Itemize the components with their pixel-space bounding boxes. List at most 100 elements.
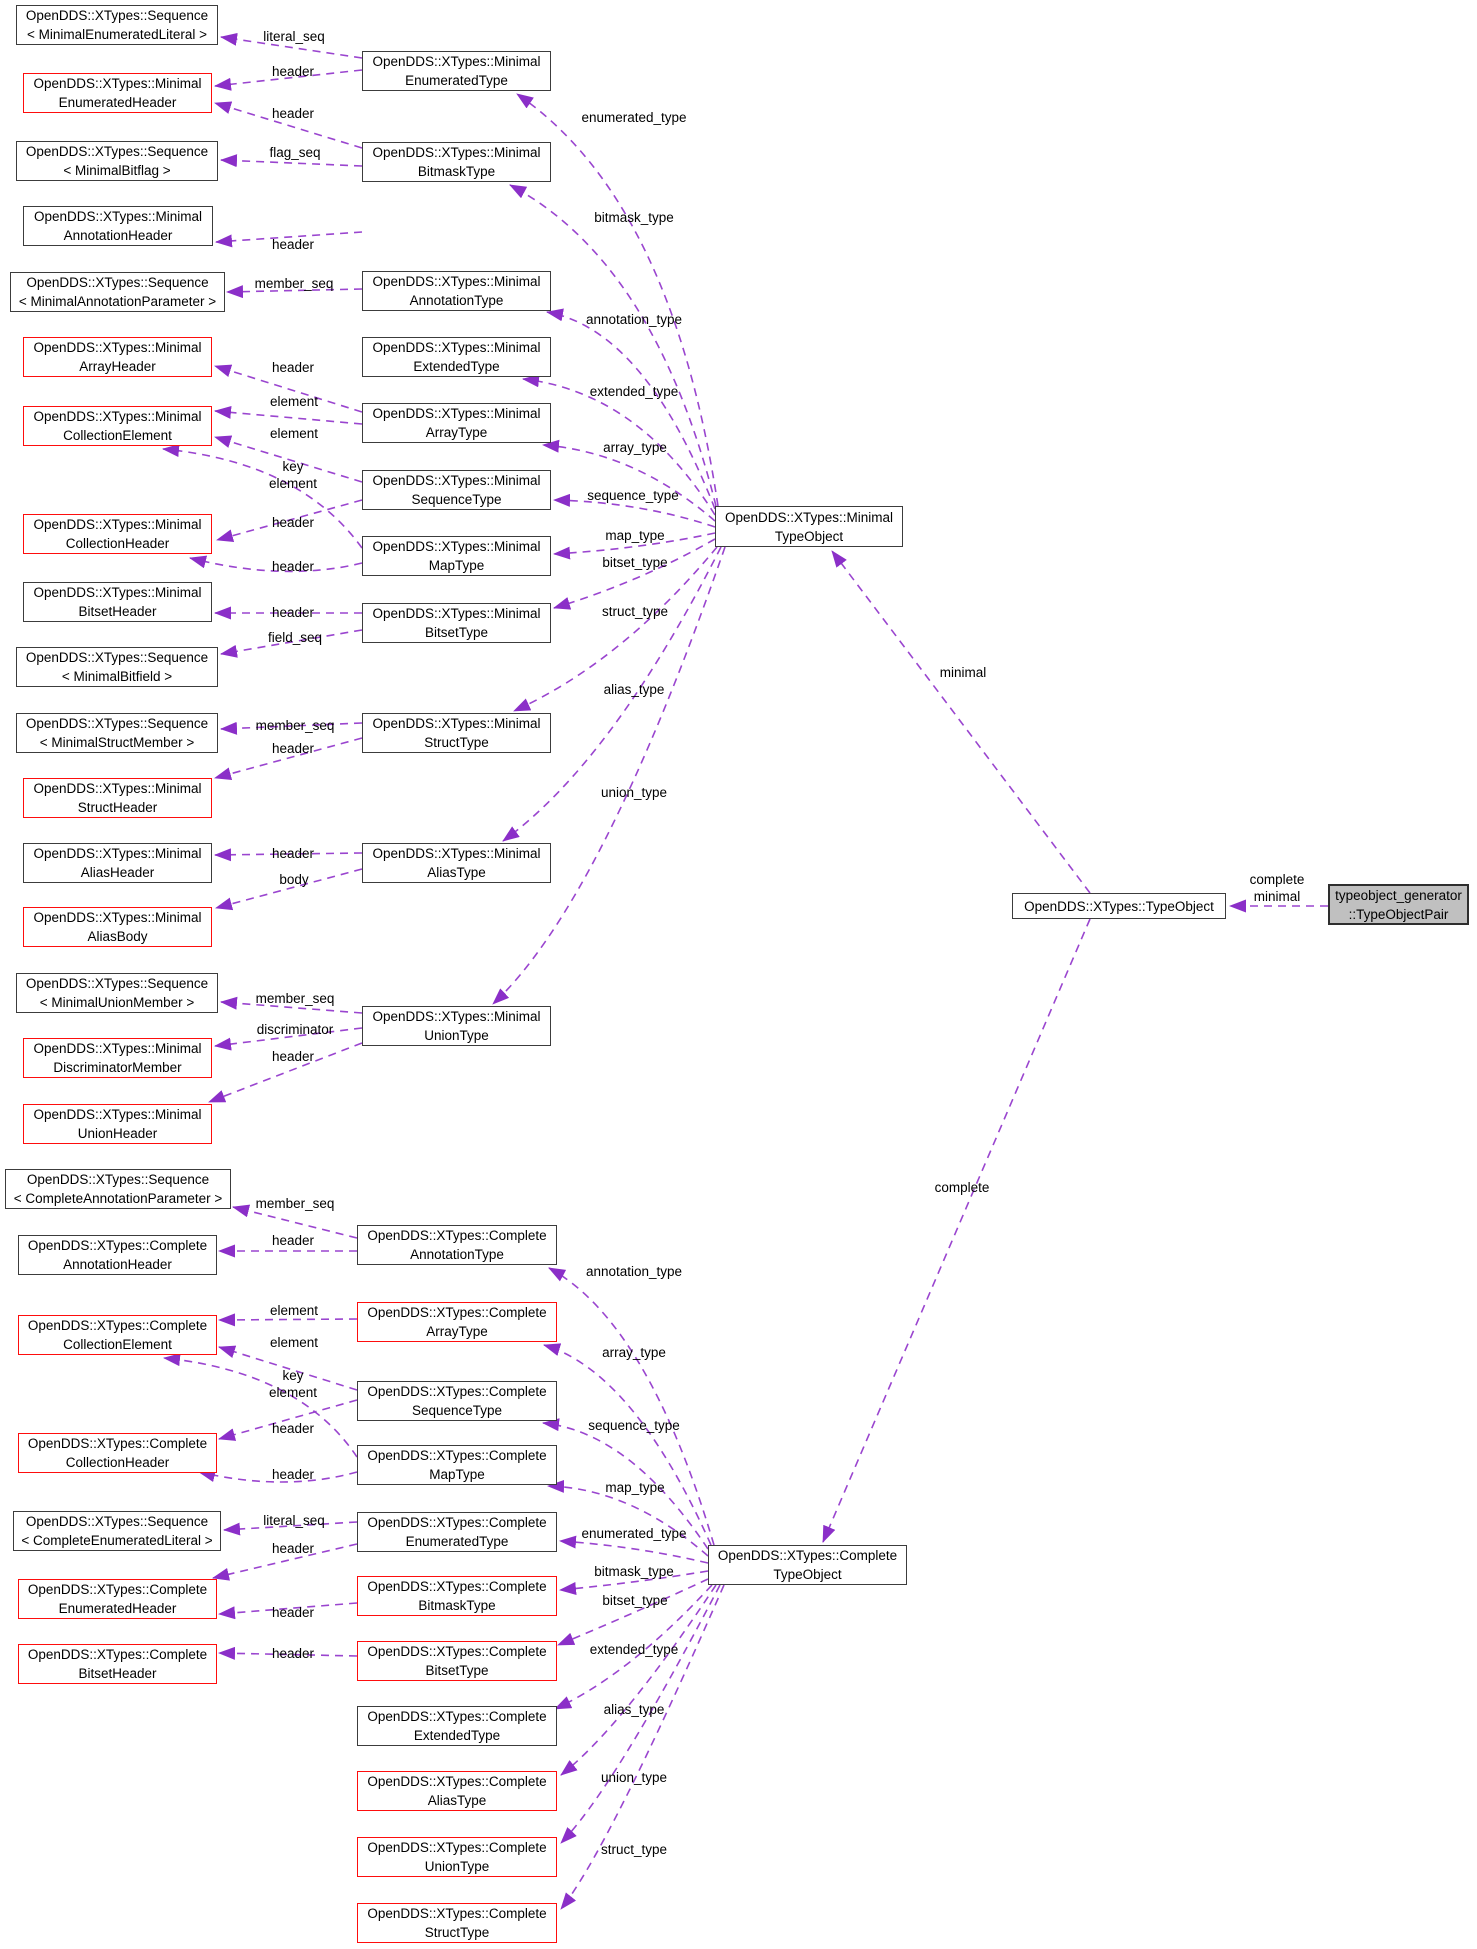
node-label-line: AliasHeader [80, 865, 155, 880]
node-label-line: AliasType [427, 865, 486, 880]
edge-minimal-type-object-to-sequence [553, 493, 716, 528]
node-label-line: OpenDDS::XTypes::Minimal [33, 76, 202, 91]
node-seq-minimal-bitflag[interactable]: OpenDDS::XTypes::Sequence< MinimalBitfla… [16, 141, 218, 181]
edge-label-com-header-enum: header [272, 1540, 314, 1557]
edge-label-text: map_type [605, 1480, 665, 1495]
edge-label-text: union_type [600, 1770, 668, 1785]
edge-minimal-type-object-to-array [542, 439, 716, 522]
node-label-line: EnumeratedType [405, 73, 508, 88]
node-label-line: OpenDDS::XTypes::Minimal [372, 716, 541, 731]
edge-label-min-header-array: header [272, 359, 314, 376]
node-label-line: OpenDDS::XTypes::Sequence [25, 144, 209, 159]
edge-type-object-to-complete-type-object [822, 918, 1091, 1543]
edge-minimal-array-type-to-element [214, 405, 363, 425]
node-seq-minimal-annotation-parameter[interactable]: OpenDDS::XTypes::Sequence< MinimalAnnota… [10, 272, 225, 312]
node-label-line: UnionHeader [77, 1126, 158, 1141]
node-seq-complete-enumerated-literal[interactable]: OpenDDS::XTypes::Sequence< CompleteEnume… [13, 1511, 221, 1551]
node-label-line: OpenDDS::XTypes::Sequence [25, 716, 209, 731]
node-label-line: AnnotationType [410, 1247, 504, 1262]
node-label-line: OpenDDS::XTypes::Minimal [33, 1107, 202, 1122]
node-label-line: EnumeratedHeader [58, 1601, 177, 1616]
node-label-line: OpenDDS::XTypes::Minimal [372, 54, 541, 69]
node-label-line: ArrayType [426, 1324, 488, 1339]
edge-label-text: enumerated_type [581, 1526, 687, 1541]
edge-label-min-element-array: element [270, 393, 318, 410]
edge-label-text: header [271, 1421, 315, 1436]
edge-label-text: member_seq [255, 718, 335, 733]
edge-label-text: discriminator [256, 1022, 334, 1037]
edge-label-text: element [269, 394, 319, 409]
edge-label-text: struct_type [601, 604, 669, 619]
node-label-line: ArrayType [425, 425, 488, 440]
node-label-line: OpenDDS::XTypes::Minimal [33, 517, 202, 532]
node-label-line: OpenDDS::XTypes::Complete [367, 1840, 547, 1855]
edge-label-min-bitset-type: bitset_type [602, 554, 667, 571]
edge-label-text: extended_type [589, 384, 679, 399]
edge-label-min-header-union: header [272, 1048, 314, 1065]
edge-label-text: header [271, 1049, 315, 1064]
node-label-line: OpenDDS::XTypes::Complete [367, 1384, 547, 1399]
edge-label-text: header [271, 360, 315, 375]
edge-label-com-literal-seq: literal_seq [263, 1512, 325, 1529]
node-label-line: AnnotationHeader [63, 1257, 172, 1272]
node-seq-minimal-enumerated-literal[interactable]: OpenDDS::XTypes::Sequence< MinimalEnumer… [16, 5, 218, 45]
edge-complete-type-object-to-array [543, 1343, 712, 1546]
edge-label-min-header-annotation: header [272, 236, 314, 253]
node-label-line: AliasType [427, 1793, 487, 1808]
node-label-line: EnumeratedType [405, 1534, 509, 1549]
node-label-line: OpenDDS::XTypes::Complete [367, 1644, 547, 1659]
node-label-line: OpenDDS::XTypes::Minimal [33, 846, 202, 861]
node-label-line: OpenDDS::XTypes::Sequence [25, 650, 209, 665]
node-seq-minimal-union-member[interactable]: OpenDDS::XTypes::Sequence< MinimalUnionM… [16, 973, 218, 1013]
node-label-line: OpenDDS::XTypes::Minimal [372, 145, 541, 160]
node-type-object[interactable]: OpenDDS::XTypes::TypeObject [1012, 893, 1226, 919]
node-label-line: StructType [424, 1925, 490, 1940]
edge-label-min-header-map: header [272, 558, 314, 575]
node-seq-minimal-struct-member[interactable]: OpenDDS::XTypes::Sequence< MinimalStruct… [16, 713, 218, 753]
node-seq-minimal-bitfield[interactable]: OpenDDS::XTypes::Sequence< MinimalBitfie… [16, 647, 218, 687]
node-label-line: typeobject_generator [1335, 887, 1462, 903]
node-seq-complete-annotation-parameter[interactable]: OpenDDS::XTypes::Sequence< CompleteAnnot… [5, 1169, 231, 1209]
node-label-line: OpenDDS::XTypes::Complete [367, 1709, 547, 1724]
